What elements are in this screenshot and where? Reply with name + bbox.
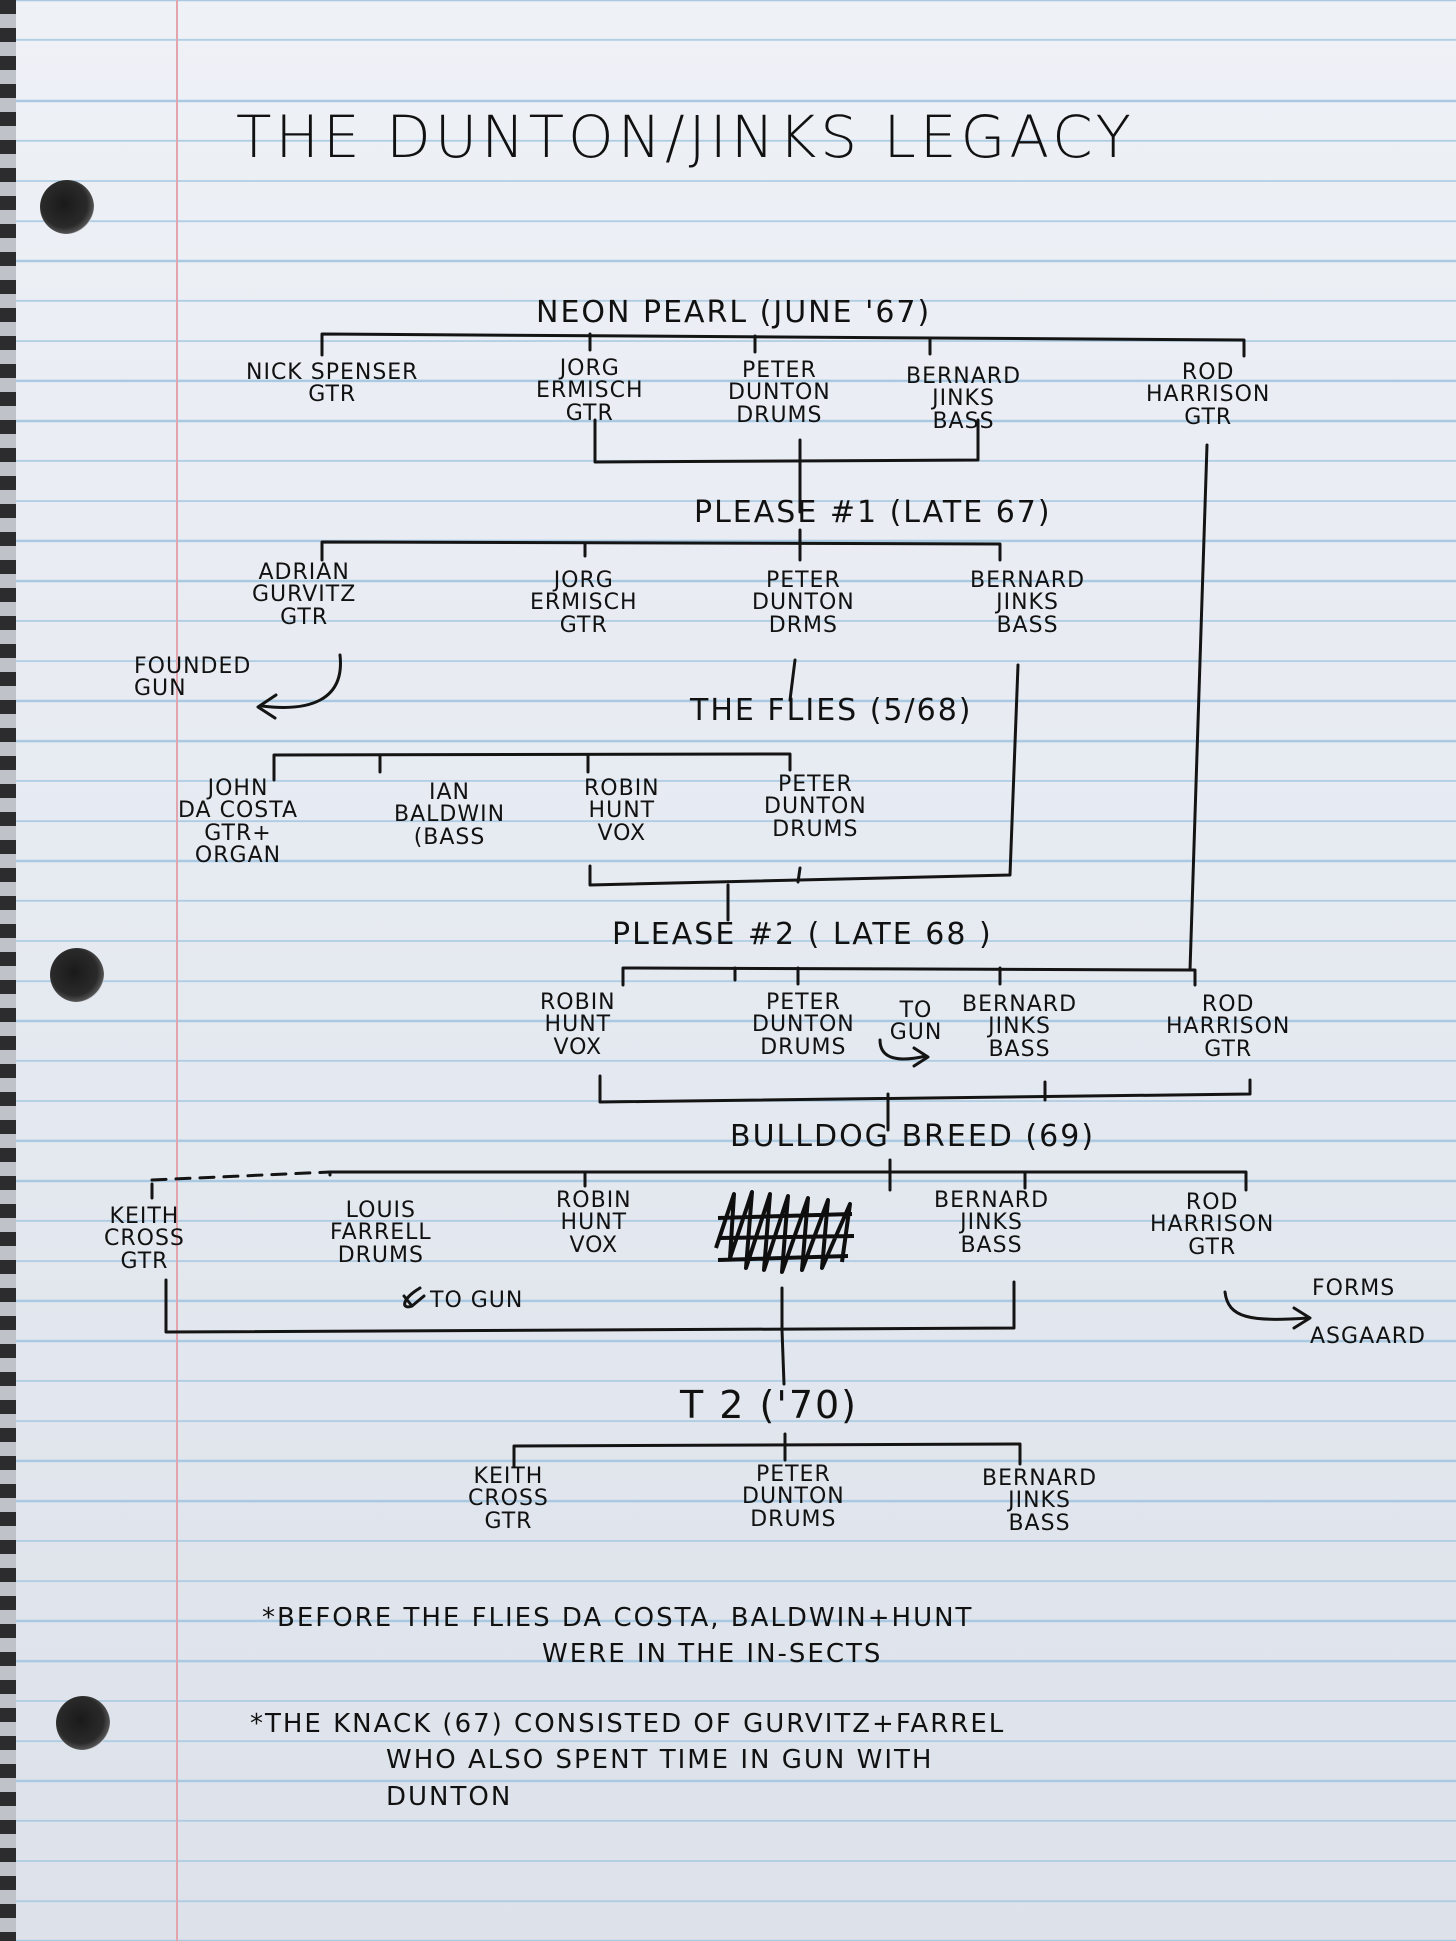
footnote-the-knack-line3: DUNTON — [386, 1781, 513, 1812]
red-margin-line — [176, 0, 178, 1941]
footnote-in-sects-line2: WERE IN THE IN-SECTS — [542, 1639, 883, 1670]
page-title: THE DUNTON/JINKS LEGACY — [236, 103, 1135, 171]
annotation-to-gun-dunton: TO GUN — [889, 998, 943, 1046]
band-please-2: PLEASE #2 ( LATE 68 ) — [612, 917, 993, 952]
footnote-the-knack: *THE KNACK (67) CONSISTED OF GURVITZ+FAR… — [250, 1706, 1005, 1815]
spiral-binding — [0, 0, 16, 1941]
annotation-to-gun-farrell: TO GUN — [430, 1288, 524, 1313]
footnote-in-sects: *BEFORE THE FLIES DA COSTA, BALDWIN+HUNT… — [262, 1600, 973, 1673]
footnote-the-knack-line2: WHO ALSO SPENT TIME IN GUN WITH — [386, 1745, 934, 1776]
footnote-the-knack-line1: *THE KNACK (67) CONSISTED OF GURVITZ+FAR… — [250, 1709, 1006, 1739]
band-the-flies: THE FLIES (5/68) — [690, 693, 973, 728]
scribbled-out-name — [714, 1190, 855, 1274]
annotation-founded-gun: FOUNDED GUN — [134, 654, 252, 702]
band-please-1: PLEASE #1 (LATE 67) — [694, 495, 1052, 530]
band-t2: T 2 ('70) — [680, 1383, 858, 1427]
band-bulldog-breed: BULLDOG BREED (69) — [730, 1119, 1096, 1154]
band-neon-pearl: NEON PEARL (JUNE '67) — [536, 295, 932, 330]
annotation-forms: FORMS — [1312, 1276, 1396, 1301]
annotation-asgaard: ASGAARD — [1310, 1324, 1427, 1349]
punch-hole-top — [40, 180, 94, 234]
punch-hole-middle — [50, 948, 104, 1002]
footnote-in-sects-line1: *BEFORE THE FLIES DA COSTA, BALDWIN+HUNT — [262, 1603, 974, 1633]
punch-hole-bottom — [56, 1696, 110, 1750]
